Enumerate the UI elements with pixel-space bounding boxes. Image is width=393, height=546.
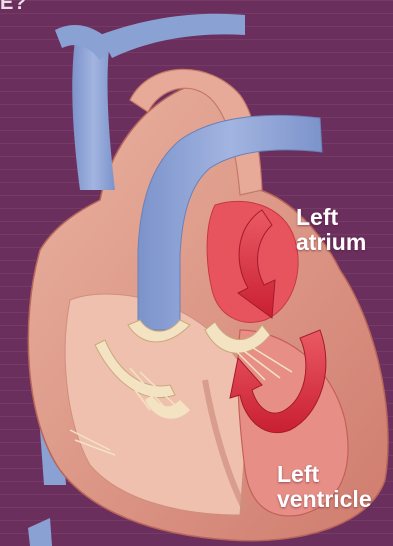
vena-cava-top-branch	[100, 14, 245, 58]
superior-vena-cava	[72, 40, 115, 190]
left-atrium-label-line1: Left	[296, 205, 366, 230]
bottom-vessel-stub	[28, 518, 52, 546]
left-ventricle-label-line2: ventricle	[277, 487, 372, 512]
left-atrium-label-line2: atrium	[296, 230, 366, 255]
left-ventricle-label: Left ventricle	[277, 462, 372, 512]
cropped-heading: E?	[0, 0, 27, 15]
left-ventricle-label-line1: Left	[277, 462, 372, 487]
left-atrium-label: Left atrium	[296, 205, 366, 255]
